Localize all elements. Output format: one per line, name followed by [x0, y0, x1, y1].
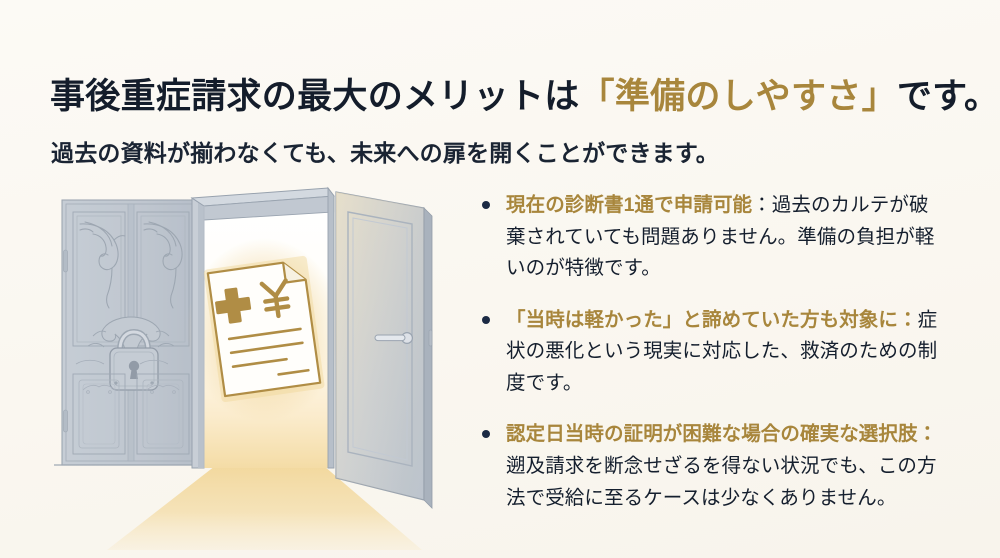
yen-sign-icon — [259, 278, 291, 319]
padlock-icon — [109, 328, 159, 391]
title-accent: 「準備のしやすさ」 — [579, 77, 897, 117]
door-handle-icon — [374, 332, 414, 345]
title-part2: です。 — [896, 77, 1000, 117]
medical-claim-document — [203, 255, 325, 403]
bullet-lead: 現在の診断書1通で申請可能 — [506, 194, 753, 216]
door-illustration — [52, 178, 452, 550]
list-item: 「当時は軽かった」と諦めていた方も対象に：症状の悪化という現実に対応した、救済の… — [478, 305, 948, 400]
bullet-lead: 「当時は軽かった」と諦めていた方も対象に： — [506, 308, 918, 331]
list-item: 現在の診断書1通で申請可能：過去のカルテが破棄されていても問題ありません。準備の… — [478, 190, 948, 285]
title-part1: 事後重症請求の最大のメリットは — [50, 77, 580, 117]
bullet-body: ：過去のカルテが破棄されていても問題ありません。準備の負担が軽いのが特徴です。 — [506, 194, 935, 280]
bullet-dot-icon — [482, 201, 490, 209]
locked-ornate-double-door — [54, 199, 202, 466]
bullet-dot-icon — [482, 430, 490, 439]
list-item: 認定日当時の証明が困難な場合の確実な選択肢： 遡及請求を断念せざるを得ない状況でも… — [478, 419, 948, 514]
golden-light-beam — [107, 466, 422, 550]
page-title: 事後重症請求の最大のメリットは「準備のしやすさ」です。 — [50, 75, 999, 119]
door-frame — [190, 186, 335, 469]
bullet-body: 症状の悪化という現実に対応した、救済のための制度です。 — [506, 308, 938, 394]
medical-cross-icon — [215, 287, 252, 324]
bullet-dot-icon — [482, 315, 490, 324]
bullet-body: 遡及請求を断念せざるを得ない状況でも、この方法で受給に至るケースは少なくありませ… — [506, 455, 937, 509]
benefit-list: 現在の診断書1通で申請可能：過去のカルテが破棄されていても問題ありません。準備の… — [478, 190, 948, 514]
page-subtitle: 過去の資料が揃わなくても、未来への扉を開くことができます。 — [51, 140, 719, 167]
bullet-lead: 認定日当時の証明が困難な場合の確実な選択肢： — [506, 423, 938, 446]
open-door-panel — [335, 191, 433, 509]
